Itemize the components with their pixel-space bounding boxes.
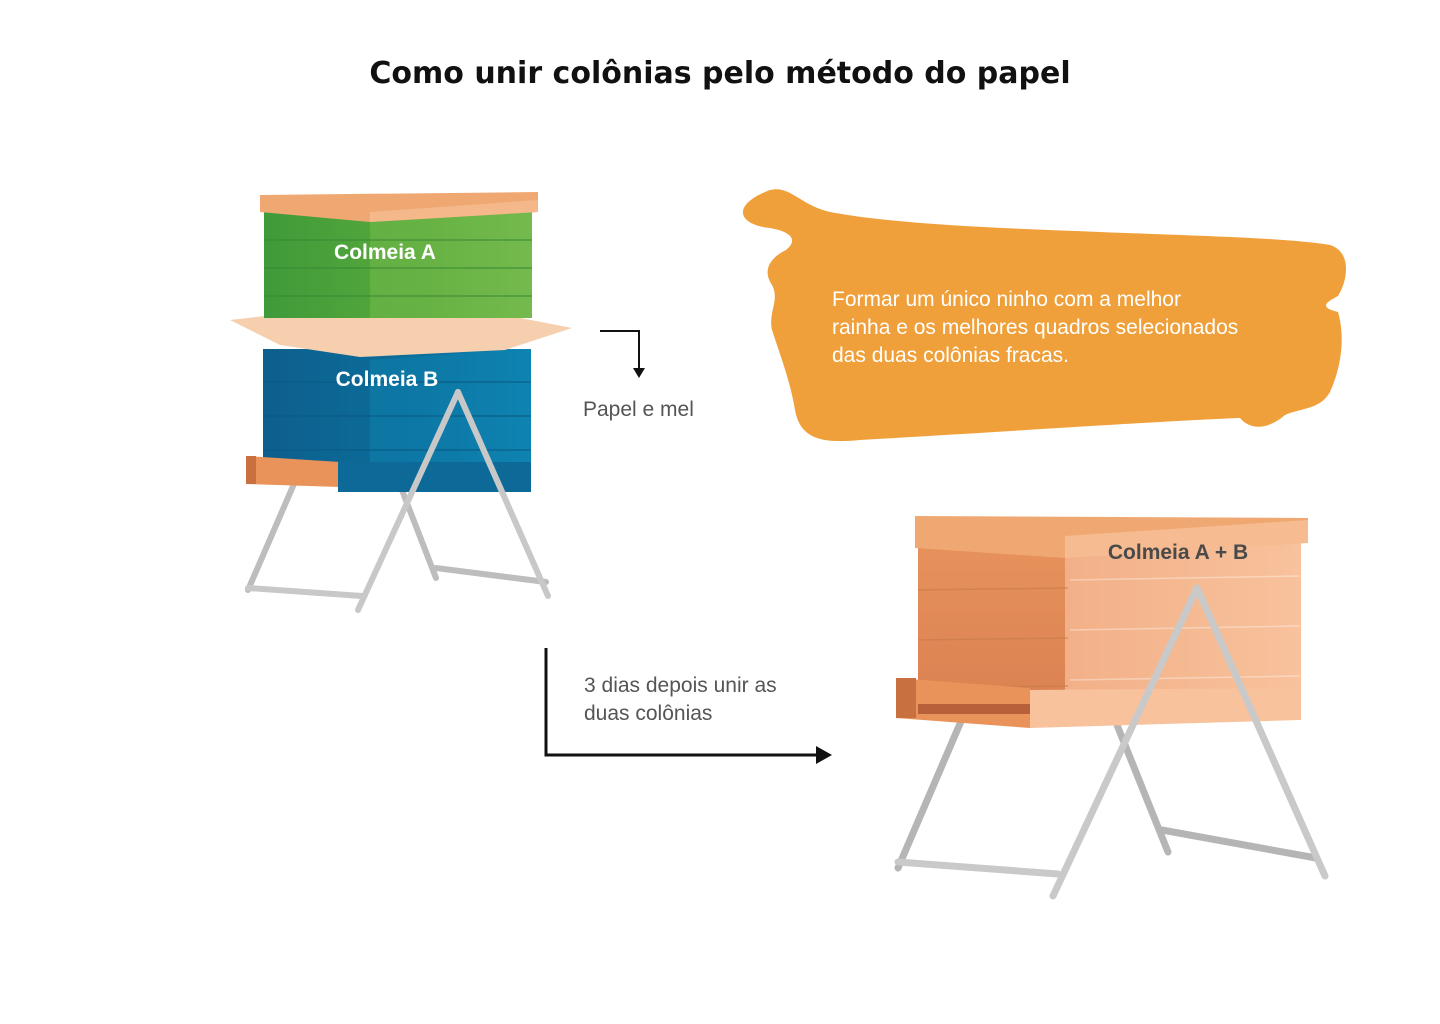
paper-step-label: Papel e mel: [583, 398, 694, 421]
merge-step-line1: 3 dias depois unir as: [584, 674, 777, 697]
note-line2: rainha e os melhores quadros selecionado…: [832, 316, 1239, 339]
paper-sheet: [230, 312, 572, 357]
hive-ab-label: Colmeia A + B: [1107, 541, 1249, 564]
merged-hive: [894, 516, 1329, 900]
hive-a-box: [260, 192, 538, 318]
merge-arrowhead: [816, 746, 832, 764]
note-line3: das duas colônias fracas.: [832, 344, 1069, 367]
right-stand-back: [894, 708, 1320, 872]
hive-b-label: Colmeia B: [335, 368, 439, 391]
merge-step-label: 3 dias depois unir as duas colônias: [584, 672, 777, 728]
paper-step-arrow: [600, 330, 640, 368]
note-line1: Formar um único ninho com a melhor: [832, 288, 1181, 311]
stacked-hives: [230, 192, 572, 613]
page-title: Como unir colônias pelo método do papel: [369, 56, 1071, 91]
note-text: Formar um único ninho com a melhor rainh…: [832, 286, 1302, 370]
left-stand-front: [245, 389, 551, 613]
merge-step-line2: duas colônias: [584, 702, 713, 725]
merge-arrow: [544, 648, 818, 757]
note-blob: [742, 189, 1347, 442]
right-stand-front: [894, 584, 1329, 900]
hive-a-label: Colmeia A: [334, 241, 436, 264]
paper-step-arrowhead: [633, 368, 645, 378]
